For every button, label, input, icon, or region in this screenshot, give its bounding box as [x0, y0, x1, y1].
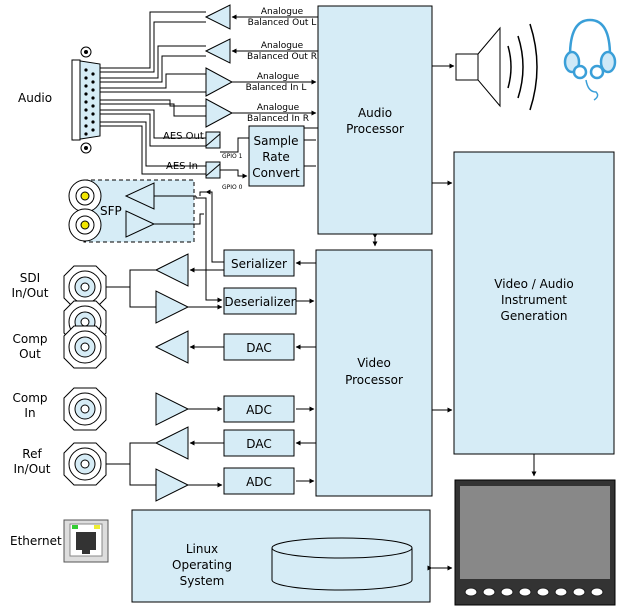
ref-in-amp [155, 468, 190, 502]
comp-in-amp [155, 392, 190, 426]
sfp-label: SFP [100, 204, 122, 218]
gpio1-label: GPIO 1 [222, 153, 243, 160]
instrument-line1: Video / Audio [494, 277, 573, 291]
instrument-line3: Generation [501, 309, 568, 323]
sfp-port-icon [68, 179, 102, 242]
audio-out-l-line1: Analogue [261, 7, 304, 17]
linux-line3: System [180, 574, 225, 588]
audio-out-r-line1: Analogue [261, 41, 304, 51]
linux-line1: Linux [186, 542, 218, 556]
sdi-rx-amp [155, 290, 190, 324]
adc-comp [223, 395, 295, 423]
serializer [223, 249, 295, 277]
comp-in-label-2: In [24, 406, 35, 420]
gpio0-label: GPIO 0 [222, 184, 243, 191]
src-line2: Rate [262, 150, 290, 164]
audio-in-r-amp [205, 98, 234, 128]
speaker-icon [455, 23, 538, 111]
audio-processor-line1: Audio [358, 106, 392, 120]
audio-in-r-line2: Balanced In R [247, 114, 309, 124]
headphones-icon [563, 18, 617, 101]
sfp-rx-amp [125, 210, 156, 238]
audio-processor-line2: Processor [346, 122, 404, 136]
instrument-line2: Instrument [501, 293, 567, 307]
deserializer [223, 287, 297, 315]
dac-ref [223, 429, 295, 457]
audio-out-l-line2: Balanced Out L [248, 18, 317, 28]
video-processor-line1: Video [357, 356, 391, 370]
ethernet-label: Ethernet [10, 534, 62, 548]
sample-rate-converter [248, 125, 305, 187]
serializer-label: Serializer [231, 257, 287, 271]
db25-connector-icon [71, 46, 101, 154]
audio-label: Audio [18, 91, 52, 105]
comp-in-label-1: Comp [12, 391, 47, 405]
monitor-display-icon [454, 479, 616, 606]
ref-label-2: In/Out [14, 462, 51, 476]
instrument-generation [453, 151, 615, 455]
ref-out-amp [154, 426, 189, 460]
audio-processor [317, 5, 433, 235]
audio-in-l-amp [205, 67, 234, 97]
bnc-connector-icon [63, 265, 107, 486]
aes-in-label: AES In [166, 161, 198, 172]
comp-out-amp [154, 330, 189, 364]
aes-out-label: AES Out [163, 131, 204, 142]
comp-out-label-1: Comp [12, 332, 47, 346]
rj45-port-icon [63, 519, 109, 563]
adc-comp-label: ADC [246, 403, 272, 417]
adc-ref [223, 467, 295, 495]
adc-ref-label: ADC [246, 475, 272, 489]
sdi-label-1: SDI [20, 271, 40, 285]
audio-in-l-line1: Analogue [257, 72, 300, 82]
linux-line2: Operating [172, 558, 232, 572]
audio-out-r-line2: Balanced Out R [247, 52, 317, 62]
audio-in-r-line1: Analogue [257, 103, 300, 113]
video-processor-line2: Processor [345, 373, 403, 387]
deserializer-label: Deserializer [224, 295, 295, 309]
src-line3: Convert [252, 166, 300, 180]
sdi-tx-amp [154, 253, 189, 287]
ref-label-1: Ref [22, 447, 42, 461]
audio-in-l-line2: Balanced In L [246, 83, 307, 93]
comp-out-label-2: Out [19, 347, 41, 361]
audio-out-l-amp [204, 4, 231, 30]
dac-comp-label: DAC [246, 341, 271, 355]
sdi-label-2: In/Out [12, 286, 49, 300]
video-processor [315, 249, 433, 497]
audio-wires [100, 11, 206, 175]
disk-storage-icon [271, 537, 413, 591]
audio-out-r-amp [204, 38, 231, 64]
dac-ref-label: DAC [246, 437, 271, 451]
src-line1: Sample [254, 134, 299, 148]
